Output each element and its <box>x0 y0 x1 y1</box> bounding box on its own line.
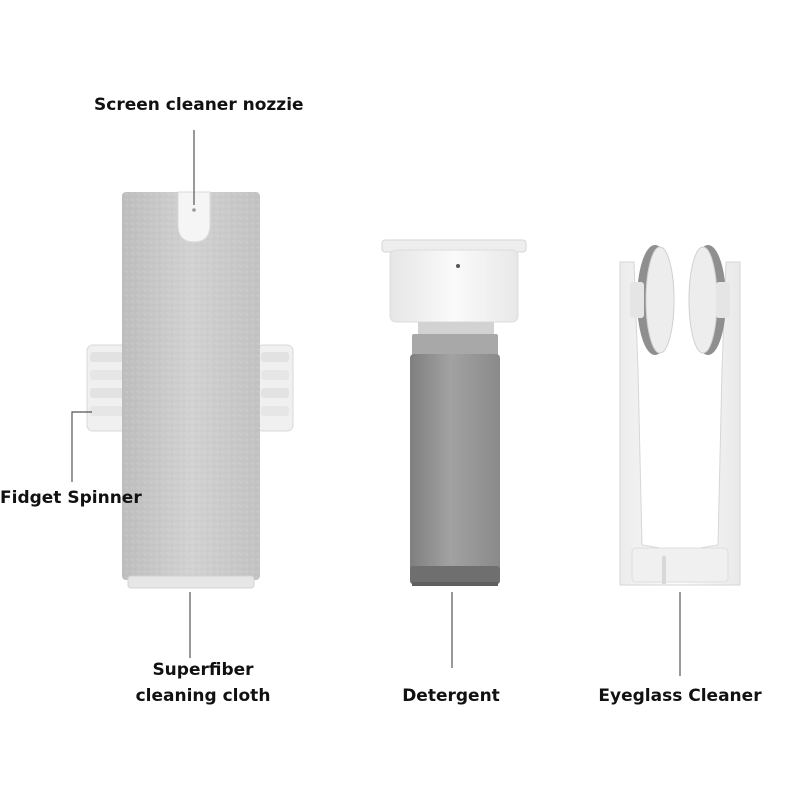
nozzle-slot <box>177 191 211 243</box>
label-detergent: Detergent <box>402 686 500 706</box>
screen-cleaner-device <box>86 191 294 589</box>
label-cloth-line1: Superfiber <box>152 660 254 680</box>
fidget-spinner-right-wheel <box>256 344 294 432</box>
label-fidget-spinner: Fidget Spinner <box>0 488 142 508</box>
leader-line-fidget <box>71 411 92 482</box>
detergent-bottle <box>381 239 527 586</box>
cleaning-cloth-base <box>127 575 255 589</box>
label-eyeglass-cleaner: Eyeglass Cleaner <box>598 686 762 706</box>
fidget-spinner-left-wheel <box>86 344 128 432</box>
label-cloth-line2: cleaning cloth <box>135 686 271 706</box>
eyeglass-cleaner <box>619 245 741 586</box>
detergent-tube <box>410 354 500 582</box>
eyeglass-pad-left <box>630 245 675 355</box>
eyeglass-pad-right <box>688 245 730 355</box>
label-superfiber-cleaning-cloth: Superfiber cleaning cloth <box>128 657 278 709</box>
label-screen-cleaner-nozzle: Screen cleaner nozzie <box>94 95 304 115</box>
